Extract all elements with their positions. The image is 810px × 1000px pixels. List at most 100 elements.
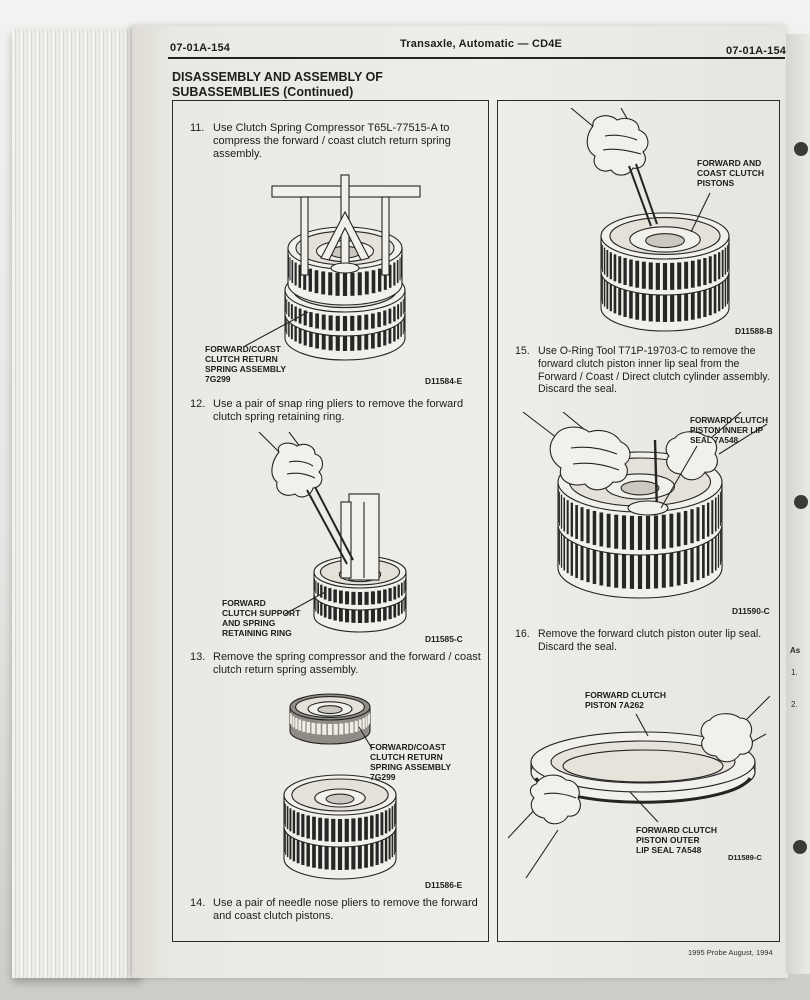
drum-slot xyxy=(670,294,675,322)
drum-slot xyxy=(287,254,289,278)
drum-slot xyxy=(599,551,604,586)
drum-slot xyxy=(690,260,695,288)
drum-slot xyxy=(714,497,717,532)
drum-slot xyxy=(289,836,292,860)
drum-slot xyxy=(369,712,371,724)
left-hand xyxy=(522,412,631,491)
drum-slot xyxy=(364,591,369,605)
drum-slot xyxy=(283,801,285,825)
drum-slot xyxy=(337,819,343,842)
drum-slot xyxy=(335,335,340,351)
callout-return-spring-assembly: FORWARD/COAST CLUTCH RETURN SPRING ASSEM… xyxy=(205,344,286,384)
drum-slot xyxy=(661,553,666,588)
drum-slot xyxy=(580,546,584,581)
drum-slot xyxy=(391,834,394,858)
drum-slot xyxy=(285,831,287,855)
drum-slot xyxy=(344,722,349,734)
callout-line: FORWARD/COAST xyxy=(370,742,446,752)
drum-slot xyxy=(404,316,406,332)
drum-slot xyxy=(303,266,307,290)
drum-hub-bore xyxy=(645,233,685,249)
callout-line: FORWARD AND xyxy=(697,158,762,168)
drum-slot xyxy=(661,514,666,549)
drum-slot xyxy=(662,263,668,290)
drum-slot xyxy=(393,803,395,827)
drum-slot xyxy=(383,266,387,290)
drum-slot xyxy=(327,724,333,735)
drum-slot xyxy=(315,580,317,594)
drum-slot xyxy=(388,808,391,832)
drum-slot xyxy=(383,589,387,603)
drum-slot xyxy=(314,270,319,294)
drum-slot xyxy=(291,714,293,726)
drum-slot xyxy=(292,838,296,862)
step-13: 13. Remove the spring compressor and the… xyxy=(190,651,482,677)
drum-slot xyxy=(289,712,291,724)
drum-slot xyxy=(629,259,633,287)
drum-slot xyxy=(298,328,302,344)
drum-slot xyxy=(302,720,306,732)
forward-coast-direct-clutch-cylinder xyxy=(600,212,730,332)
page-stack-edges xyxy=(12,30,142,978)
drum-slot xyxy=(377,312,381,328)
drum-slot xyxy=(298,264,302,288)
drum-slot xyxy=(399,257,401,281)
callout-leader xyxy=(358,726,372,748)
drum-slot xyxy=(648,262,653,290)
drum-slot xyxy=(708,288,712,316)
callout-return-spring-assembly: FORWARD/COAST CLUTCH RETURN SPRING ASSEM… xyxy=(370,742,451,782)
drum-slot xyxy=(721,488,723,523)
drum-slot xyxy=(602,277,604,305)
drum-slot xyxy=(677,262,682,290)
figure-id: D11584-E xyxy=(425,376,463,386)
drum-slot xyxy=(286,319,288,335)
binder-hole xyxy=(794,142,808,156)
drum-slot xyxy=(404,296,406,312)
drum-slot xyxy=(311,722,316,734)
drum-slot xyxy=(377,332,381,348)
step-16: 16. Remove the forward clutch piston out… xyxy=(515,628,777,654)
drum-slot xyxy=(323,604,327,618)
drum-slot xyxy=(333,589,337,603)
figure-remove-retaining-ring xyxy=(258,432,407,633)
drum-slot xyxy=(613,286,617,314)
forward-clutch-cylinder xyxy=(283,774,397,880)
figure-id: D11589-C xyxy=(728,853,762,862)
callout-line: FORWARD CLUTCH xyxy=(636,825,718,835)
drum-slot xyxy=(288,321,290,337)
drum-slot xyxy=(566,539,569,574)
step-text: Use Clutch Spring Compressor T65L-77515-… xyxy=(213,122,451,160)
drum-slot xyxy=(621,554,627,589)
section-heading-line: SUBASSEMBLIES (Continued) xyxy=(172,85,354,99)
drum-layer xyxy=(600,212,730,332)
drum-slot xyxy=(653,554,659,589)
drum-slot xyxy=(290,304,293,320)
drum-slot xyxy=(702,505,705,540)
drum-slot xyxy=(629,291,633,319)
section-heading: DISASSEMBLY AND ASSEMBLY OF SUBASSEMBLIE… xyxy=(172,70,383,100)
drum-slot xyxy=(655,294,660,322)
drum-slot xyxy=(684,293,689,321)
right-hand xyxy=(700,695,770,763)
callout-line: PISTONS xyxy=(697,178,735,188)
drum-slot xyxy=(711,500,714,535)
drum-slot xyxy=(606,249,609,277)
callout-line: PISTON OUTER xyxy=(636,835,700,845)
drum-hub-bore xyxy=(317,705,343,715)
drum-slot xyxy=(335,315,340,331)
drum-slot xyxy=(683,510,688,545)
figure-remove-spring-assembly xyxy=(283,693,397,880)
callout-line: SPRING ASSEMBLY xyxy=(370,762,452,772)
step-text: Use O-Ring Tool T71P-19703-C to remove t… xyxy=(538,345,770,396)
drum-slot xyxy=(316,723,321,735)
drum-slot xyxy=(717,533,720,568)
drum-slot xyxy=(393,326,396,342)
drum-slot xyxy=(728,242,730,270)
drum-slot xyxy=(321,334,326,350)
spring-compressor-tool xyxy=(271,174,421,276)
callout-line: FORWARD xyxy=(222,598,266,608)
drum-slot xyxy=(702,544,705,579)
callout-leader xyxy=(244,311,309,347)
step-text: Remove the forward clutch piston outer l… xyxy=(538,628,762,653)
drum-hub-bore xyxy=(325,793,355,805)
